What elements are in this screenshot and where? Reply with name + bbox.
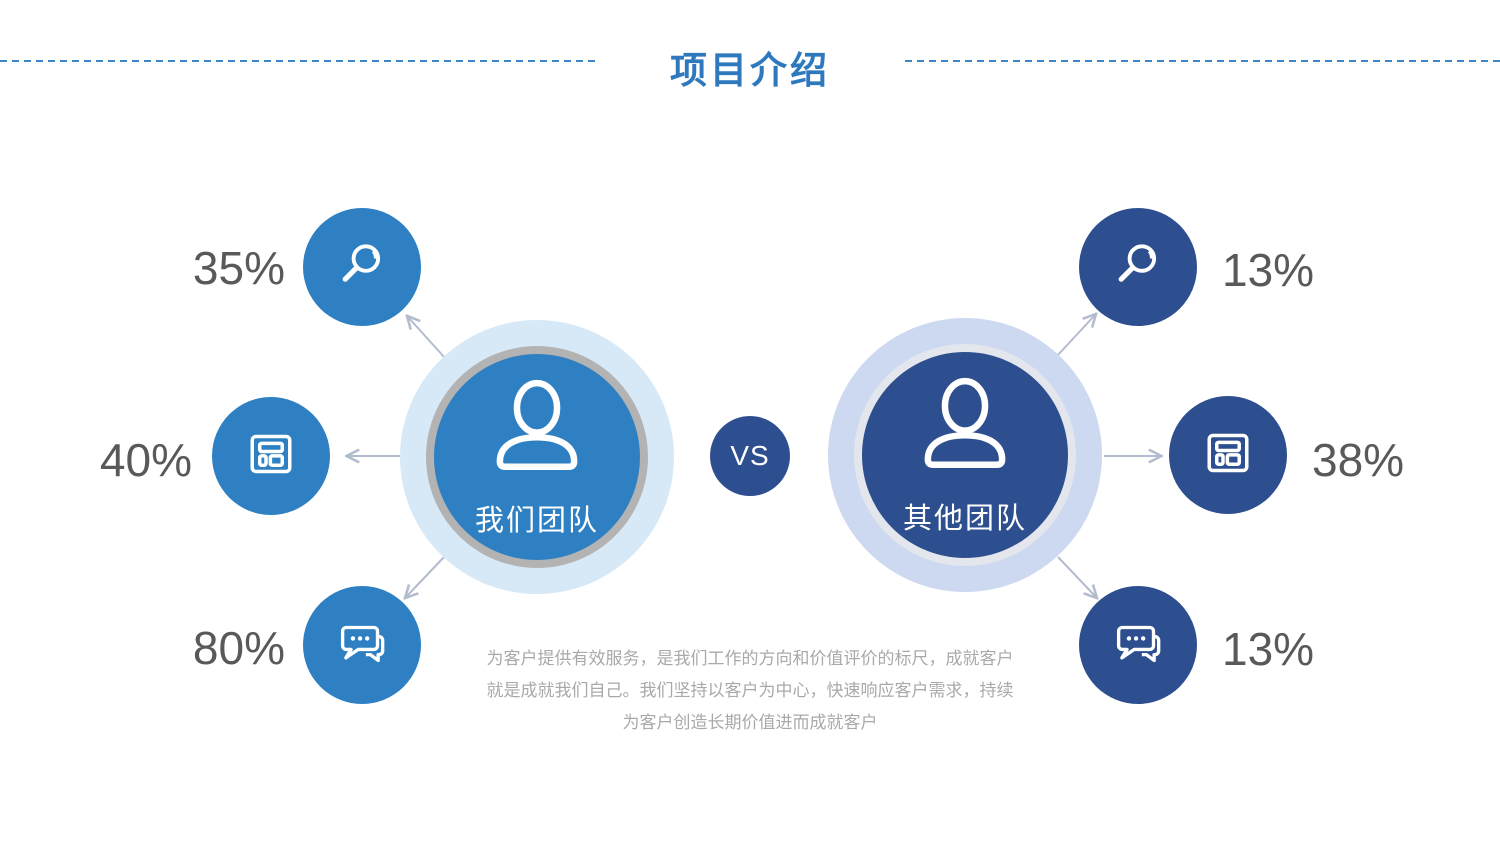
chat-icon bbox=[1107, 612, 1169, 679]
right-metric-circle-layout bbox=[1169, 396, 1287, 514]
title-dash-line-left bbox=[0, 60, 595, 62]
search-icon bbox=[1107, 234, 1169, 301]
right-metric-circle-chat bbox=[1079, 586, 1197, 704]
search-icon bbox=[331, 234, 393, 301]
left-metric-value-chat: 80% bbox=[192, 622, 285, 674]
right-team-label: 其他团队 bbox=[902, 502, 1027, 535]
description-line: 为客户创造长期价值进而成就客户 bbox=[622, 713, 878, 732]
description-text: 为客户提供有效服务，是我们工作的方向和价值评价的标尺，成就客户 就是成就我们自己… bbox=[375, 643, 1125, 739]
layout-icon bbox=[241, 424, 301, 489]
person-icon bbox=[906, 374, 1024, 491]
left-team-halo: 我们团队 bbox=[400, 320, 674, 594]
right-team-circle: 其他团队 bbox=[854, 344, 1076, 566]
right-team-halo: 其他团队 bbox=[828, 318, 1102, 592]
page-title: 项目介绍 bbox=[670, 50, 830, 91]
chat-icon bbox=[331, 612, 393, 679]
right-metric-circle-search bbox=[1079, 208, 1197, 326]
left-team-label: 我们团队 bbox=[474, 504, 599, 537]
right-metric-value-chat: 13% bbox=[1222, 623, 1315, 675]
layout-icon bbox=[1198, 423, 1258, 488]
person-icon bbox=[478, 376, 596, 493]
left-metric-value-layout: 40% bbox=[99, 434, 192, 486]
title-dash-line-right bbox=[905, 60, 1500, 62]
left-metric-circle-search bbox=[303, 208, 421, 326]
right-metric-value-layout: 38% bbox=[1312, 434, 1405, 486]
left-metric-value-search: 35% bbox=[192, 242, 285, 294]
left-metric-circle-chat bbox=[303, 586, 421, 704]
left-team-circle: 我们团队 bbox=[426, 346, 648, 568]
right-metric-value-search: 13% bbox=[1222, 244, 1315, 296]
description-line: 为客户提供有效服务，是我们工作的方向和价值评价的标尺，成就客户 bbox=[486, 649, 1014, 668]
left-metric-circle-layout bbox=[212, 397, 330, 515]
description-line: 就是成就我们自己。我们坚持以客户为中心，快速响应客户需求，持续 bbox=[486, 681, 1014, 700]
vs-badge: VS bbox=[710, 416, 790, 496]
